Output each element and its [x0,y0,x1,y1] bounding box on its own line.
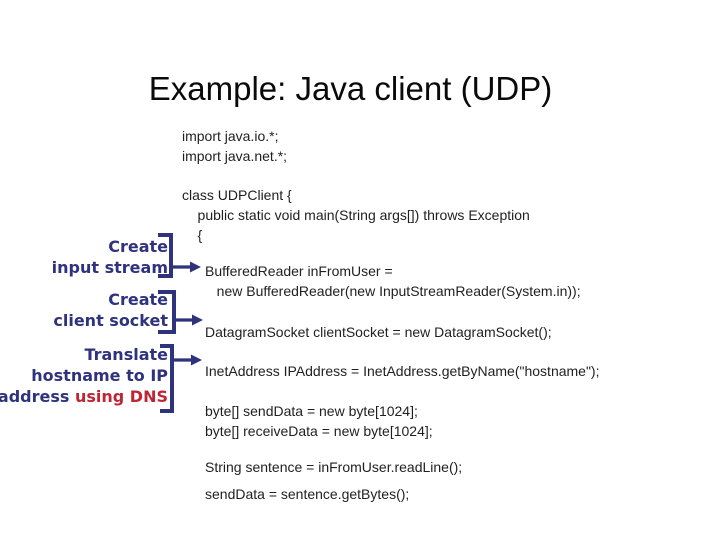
annotation-translate-hostname: Translate hostname to IP address using D… [0,344,168,407]
code-read-sentence: String sentence = inFromUser.readLine(); [205,459,463,475]
annotation-line: input stream [51,258,168,277]
annotation-create-client-socket: Create client socket [53,289,168,331]
annotation-text: address [0,387,75,406]
code-encode-sentence: sendData = sentence.getBytes(); [205,486,410,502]
code-byte-buffers: byte[] sendData = new byte[1024]; byte[]… [205,403,433,439]
annotation-line: address using DNS [0,386,168,407]
annotation-line: hostname to IP [31,366,168,385]
slide-title: Example: Java client (UDP) [148,70,553,107]
annotation-line: client socket [53,311,168,330]
code-imports: import java.io.*; import java.net.*; [182,128,288,164]
code-create-client-socket: DatagramSocket clientSocket = new Datagr… [205,324,552,340]
code-class-header: class UDPClient { public static void mai… [182,187,530,243]
arrowhead-translate-hostname-icon [191,354,202,366]
arrowhead-create-input-stream-icon [190,261,201,273]
annotation-line: Create [108,290,168,309]
annotation-line: Create [108,237,168,256]
annotation-create-input-stream: Create input stream [52,236,168,278]
code-translate-hostname: InetAddress IPAddress = InetAddress.getB… [205,363,600,379]
annotation-line: Translate [84,345,168,364]
code-create-input-stream: BufferedReader inFromUser = new Buffered… [205,263,581,299]
arrowhead-create-client-socket-icon [192,314,203,326]
annotation-highlight-dns: using DNS [74,387,168,406]
